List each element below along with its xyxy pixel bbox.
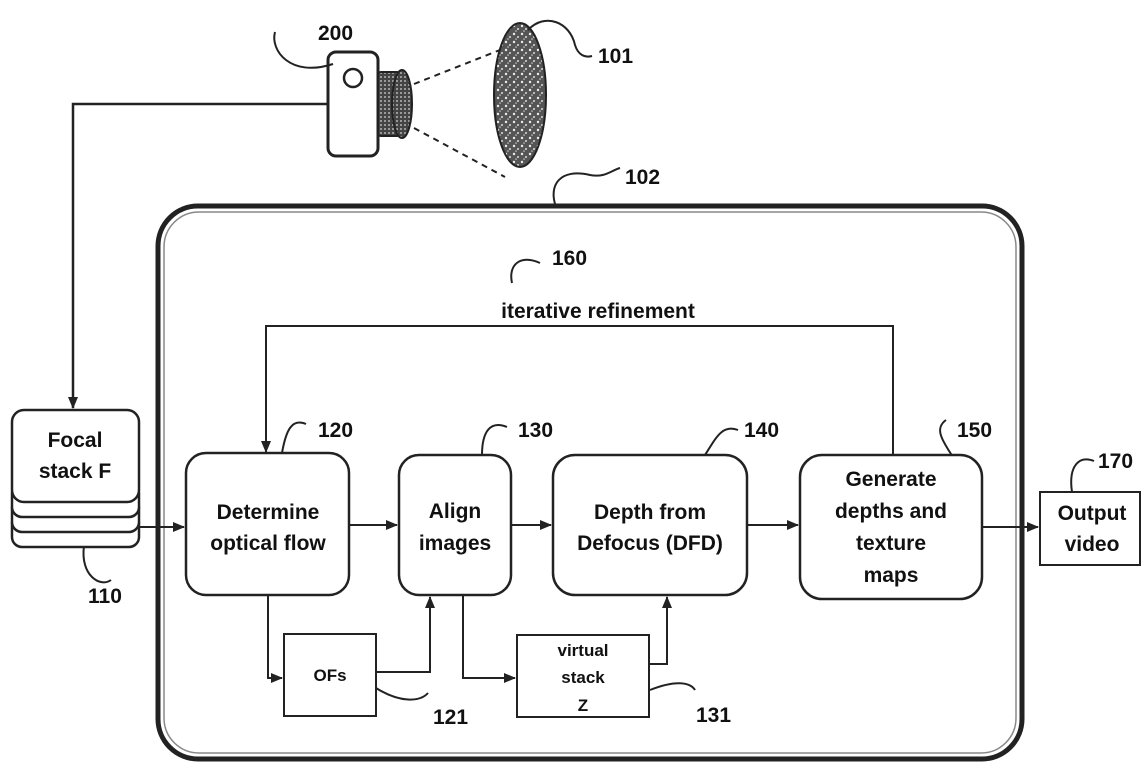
camera-icon bbox=[326, 47, 506, 178]
dfd-box bbox=[551, 453, 749, 597]
determine-to-ofs-arrow bbox=[267, 595, 283, 683]
ref-110: 110 bbox=[88, 585, 122, 608]
generate-line1: Generate bbox=[845, 468, 936, 491]
leader-102 bbox=[552, 167, 621, 208]
ref-160: 160 bbox=[552, 247, 587, 270]
ref-130: 130 bbox=[518, 419, 553, 442]
virtual-to-dfd-arrow bbox=[649, 596, 672, 665]
leader-120 bbox=[281, 421, 307, 454]
output-video-box bbox=[1039, 491, 1141, 566]
dfd-line1: Depth from bbox=[594, 501, 706, 524]
leader-200 bbox=[273, 31, 334, 69]
leader-131 bbox=[649, 682, 696, 691]
leader-130 bbox=[481, 424, 508, 456]
virtual-line2: stack bbox=[561, 668, 605, 687]
leader-110 bbox=[82, 545, 112, 584]
ofs-box bbox=[283, 633, 377, 717]
virtual-line3: Z bbox=[578, 696, 588, 715]
dfd-line2: Defocus (DFD) bbox=[577, 532, 723, 555]
ofs-label: OFs bbox=[313, 666, 346, 685]
refinement-loop bbox=[261, 325, 894, 458]
ref-140: 140 bbox=[744, 419, 779, 442]
align-line2: images bbox=[419, 532, 491, 555]
focal-stack-line1: Focal bbox=[48, 429, 103, 452]
ref-121: 121 bbox=[433, 706, 468, 729]
output-line2: video bbox=[1065, 533, 1120, 556]
generate-line3: texture bbox=[856, 532, 926, 555]
output-line1: Output bbox=[1058, 502, 1127, 525]
ofs-to-align-arrow bbox=[376, 596, 435, 673]
virtual-stack-box bbox=[516, 634, 650, 718]
virtual-line1: virtual bbox=[557, 641, 608, 660]
ref-101: 101 bbox=[598, 45, 633, 68]
ref-150: 150 bbox=[957, 419, 992, 442]
determine-line1: Determine bbox=[217, 501, 320, 524]
align-to-virtual-arrow bbox=[462, 595, 516, 683]
system-frame bbox=[155, 203, 1025, 762]
ref-200: 200 bbox=[318, 22, 353, 45]
focal-stack-box bbox=[10, 408, 141, 549]
leader-160 bbox=[510, 258, 541, 284]
scene-object-icon bbox=[493, 22, 547, 168]
ref-120: 120 bbox=[318, 419, 353, 442]
camera-to-stack-connector bbox=[68, 102, 328, 409]
ref-131: 131 bbox=[696, 704, 731, 727]
ref-170: 170 bbox=[1098, 450, 1133, 473]
align-images-box bbox=[397, 453, 513, 597]
focal-stack-line2: stack F bbox=[39, 460, 112, 483]
determine-line2: optical flow bbox=[210, 532, 326, 555]
leader-101 bbox=[527, 19, 593, 58]
generate-line2: depths and bbox=[835, 500, 947, 523]
generate-line4: maps bbox=[864, 564, 919, 587]
leader-140 bbox=[704, 427, 739, 456]
leader-170 bbox=[1070, 458, 1095, 493]
loop-label: iterative refinement bbox=[501, 300, 695, 323]
ref-102: 102 bbox=[625, 166, 660, 189]
determine-optical-flow-box bbox=[184, 451, 351, 597]
leader-121 bbox=[375, 687, 429, 701]
align-line1: Align bbox=[429, 500, 482, 523]
